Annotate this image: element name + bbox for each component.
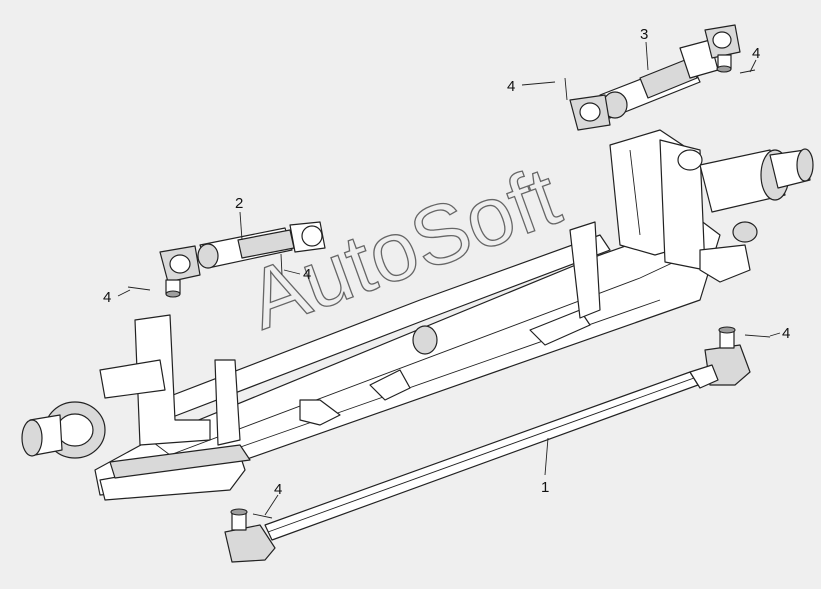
damper-part-3 xyxy=(569,24,741,131)
callout-1: 1 xyxy=(541,479,549,496)
tie-rod-part-1 xyxy=(224,326,751,563)
cotter-pins-part-4 xyxy=(127,69,771,519)
callout-4-top-left: 4 xyxy=(507,78,515,95)
callout-3: 3 xyxy=(640,26,648,43)
damper-part-2 xyxy=(159,221,326,298)
callout-4-damper: 4 xyxy=(303,266,311,283)
callout-4-top-right: 4 xyxy=(752,45,760,62)
callout-4-right: 4 xyxy=(782,325,790,342)
callout-4-bottom: 4 xyxy=(274,481,282,498)
callouts: 1 2 3 4 4 4 4 4 4 xyxy=(103,26,790,516)
callout-2: 2 xyxy=(235,195,243,212)
axle-frame xyxy=(21,129,814,501)
callout-4-left: 4 xyxy=(103,289,111,306)
